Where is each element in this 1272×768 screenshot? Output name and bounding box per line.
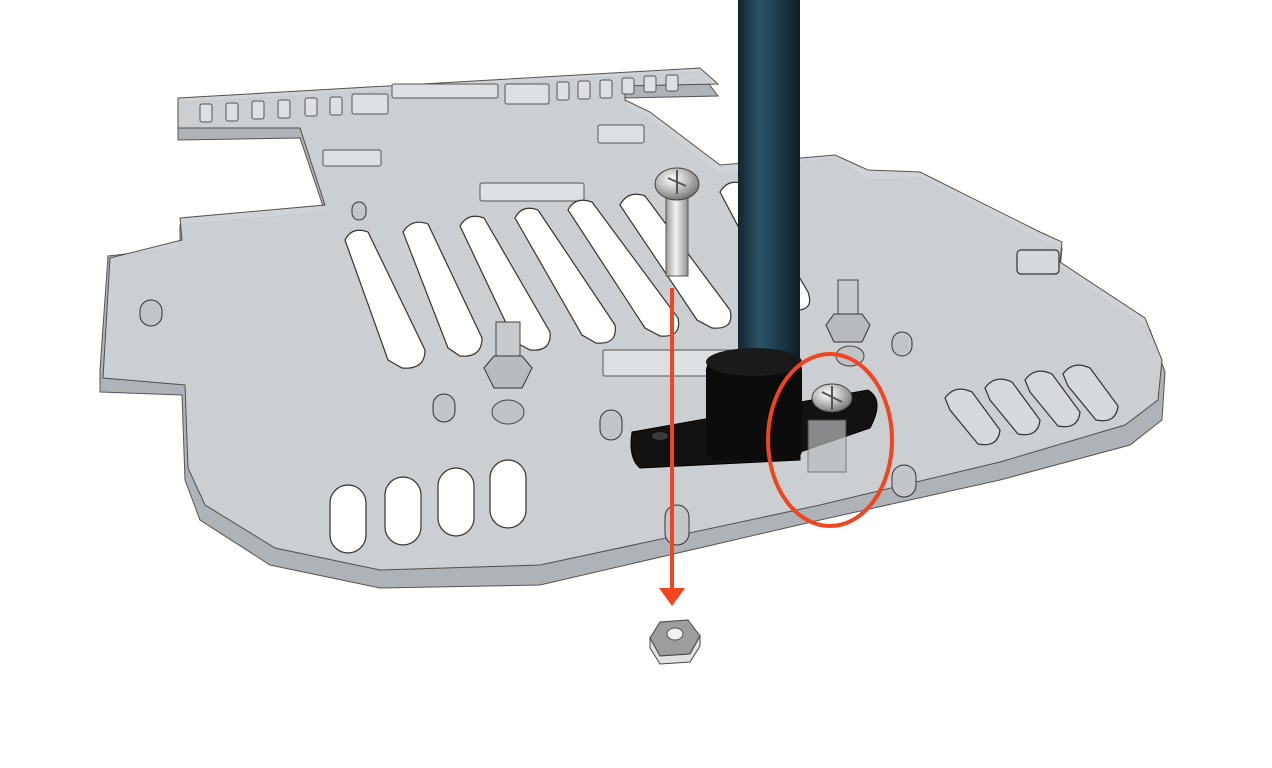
hex-nut (649, 619, 701, 665)
left-standoff-assembly (483, 321, 533, 425)
vertical-rod (738, 0, 800, 380)
top-edge-slots (199, 74, 734, 377)
rod-mount-bracket (630, 348, 878, 469)
direction-arrow (659, 288, 685, 606)
highlight-ellipse (766, 352, 894, 528)
short-slots-left (329, 459, 527, 554)
machine-screw (654, 167, 700, 277)
installed-screw (807, 383, 853, 473)
short-slots-right (944, 249, 1119, 446)
base-plate-top (102, 67, 1163, 571)
